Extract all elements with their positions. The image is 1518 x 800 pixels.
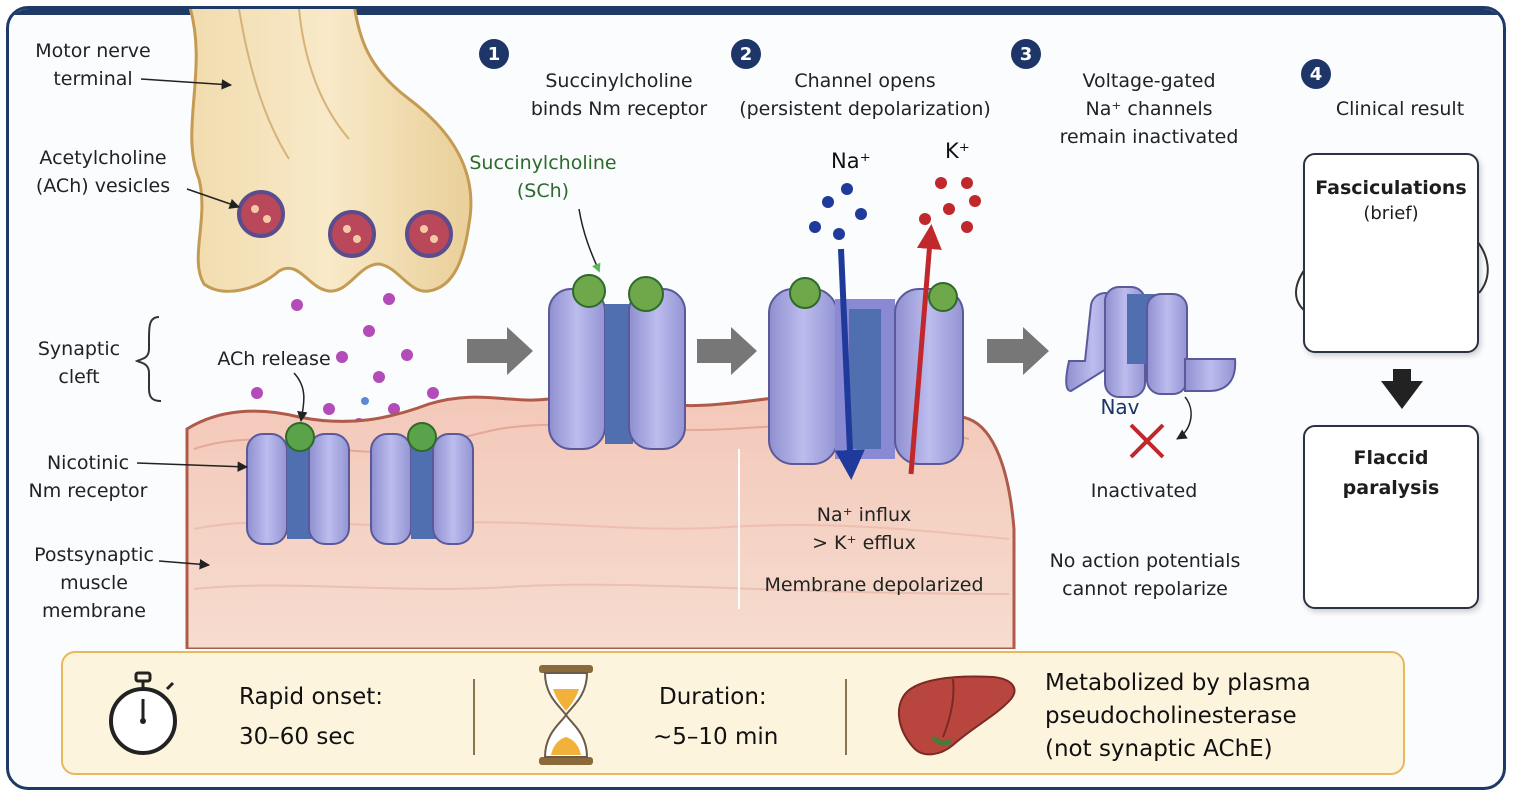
stopwatch-icon bbox=[109, 671, 177, 755]
label-sodium: Na⁺ bbox=[831, 149, 871, 173]
onset-label: Rapid onset: bbox=[239, 684, 384, 710]
sodium-ions bbox=[809, 183, 867, 240]
down-arrow bbox=[1381, 369, 1423, 409]
step-title-2: Channel opens(persistent depolarization) bbox=[739, 70, 991, 120]
step-number-2: 2 bbox=[731, 39, 761, 69]
footer-divider bbox=[845, 679, 847, 755]
fasciculations-title: Fasciculations bbox=[1315, 177, 1467, 199]
result-box-fasciculations: Fasciculations (brief) bbox=[1303, 153, 1479, 353]
step-title-4: Clinical result bbox=[1335, 98, 1465, 120]
pointer-line bbox=[140, 78, 233, 90]
step-number-3: 3 bbox=[1011, 39, 1041, 69]
step2-open-channel bbox=[768, 277, 964, 465]
nerve-fiber-line bbox=[298, 9, 350, 140]
duration-label: Duration: bbox=[659, 684, 767, 710]
nerve-fiber-line bbox=[238, 9, 290, 160]
label-influx-efflux: Na⁺ influx> K⁺ efflux bbox=[812, 504, 916, 554]
pharmacology-footer: Rapid onset: 30–60 sec Duration: ~5–10 m… bbox=[61, 651, 1405, 775]
step-number-4: 4 bbox=[1301, 59, 1331, 89]
hourglass-icon bbox=[539, 665, 593, 765]
fasciculations-sub: (brief) bbox=[1363, 203, 1419, 224]
label-membrane-depolarized: Membrane depolarized bbox=[764, 574, 984, 596]
vesicle bbox=[328, 210, 376, 258]
diagram-artwork bbox=[134, 9, 1489, 649]
process-arrow-1 bbox=[467, 327, 533, 375]
sodium-influx-arrow bbox=[834, 248, 865, 480]
synaptic-cleft-brace bbox=[134, 316, 162, 402]
step-number-1: 1 bbox=[479, 39, 509, 69]
nicotinic-receptor-left bbox=[246, 422, 350, 545]
x-mark-icon bbox=[1129, 423, 1165, 459]
potassium-efflux-arrow bbox=[908, 224, 942, 475]
vesicle bbox=[237, 190, 285, 238]
nav-channel bbox=[1065, 286, 1237, 398]
label-ach-release: ACh release bbox=[217, 348, 331, 370]
label-ach-vesicles: Acetylcholine(ACh) vesicles bbox=[35, 147, 171, 197]
potassium-ions bbox=[919, 177, 981, 233]
label-inactivated: Inactivated bbox=[1090, 480, 1198, 502]
membrane-inner-line bbox=[193, 583, 1010, 595]
label-nav: Nav bbox=[1100, 395, 1140, 419]
liver-icon bbox=[897, 675, 1016, 756]
label-potassium: K⁺ bbox=[945, 139, 970, 163]
ach-vesicles bbox=[237, 190, 453, 258]
process-arrow-2 bbox=[697, 327, 757, 375]
inactivation-arrow bbox=[1176, 396, 1192, 440]
label-succinylcholine: Succinylcholine(SCh) bbox=[469, 152, 617, 202]
onset-value: 30–60 sec bbox=[239, 724, 356, 750]
duration-value: ~5–10 min bbox=[653, 724, 779, 750]
pointer-line bbox=[186, 188, 240, 209]
footer-divider bbox=[473, 679, 475, 755]
vesicle bbox=[405, 210, 453, 258]
nicotinic-receptor-right bbox=[370, 422, 474, 545]
step1-receptor bbox=[548, 208, 686, 450]
pointer-line bbox=[136, 461, 249, 472]
frame-top-band bbox=[9, 9, 1503, 15]
process-arrow-3 bbox=[987, 327, 1049, 375]
pointer-line bbox=[293, 372, 308, 423]
pointer-line bbox=[158, 559, 211, 570]
